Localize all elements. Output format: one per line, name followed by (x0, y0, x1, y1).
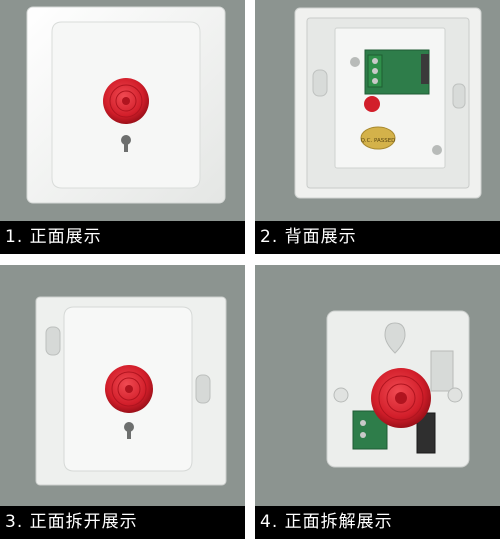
panel-front-opened: 3. 正面拆开展示 (0, 265, 245, 539)
keyhole-icon (121, 135, 131, 152)
photo-back-view: Q.C. PASSED (255, 0, 500, 221)
panel-front-view: 1. 正面展示 (0, 0, 245, 254)
photo-front-opened (0, 265, 245, 506)
caption-back-view: 2. 背面展示 (255, 221, 500, 254)
photo-front-view (0, 0, 245, 221)
caption-front-disassembled: 4. 正面拆解展示 (255, 506, 500, 539)
qc-sticker-icon: Q.C. PASSED (360, 126, 396, 150)
keyhole-icon (124, 422, 134, 439)
photo-front-disassembled (255, 265, 500, 506)
red-button-icon (103, 78, 149, 124)
pcb-terminal-icon (364, 49, 430, 95)
red-button-icon (371, 368, 431, 428)
qc-sticker-label: Q.C. PASSED (361, 138, 396, 144)
red-button-icon (105, 365, 153, 413)
caption-front-opened: 3. 正面拆开展示 (0, 506, 245, 539)
caption-front-view: 1. 正面展示 (0, 221, 245, 254)
panel-front-disassembled: 4. 正面拆解展示 (255, 265, 500, 539)
panel-back-view: Q.C. PASSED 2. 背面展示 (255, 0, 500, 254)
